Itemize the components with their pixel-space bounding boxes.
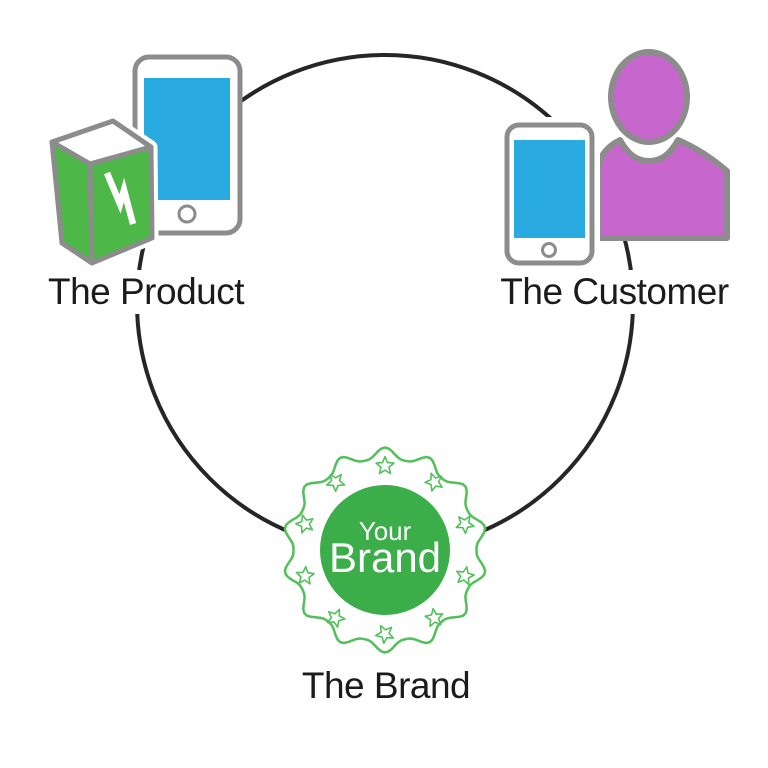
- customer-icon-group: [499, 49, 730, 270]
- smartphone-icon: [499, 117, 600, 270]
- star-icon: [326, 473, 346, 493]
- product-label: The Product: [26, 270, 266, 314]
- badge-text-line1: Your: [359, 516, 412, 546]
- phone-screen: [144, 78, 230, 200]
- badge-text-line2: Brand: [329, 534, 441, 581]
- phone-screen: [514, 140, 585, 238]
- star-icon: [424, 607, 444, 627]
- brand-label: The Brand: [286, 664, 486, 708]
- badge-stars: [295, 455, 475, 644]
- smartphone-icon: [132, 54, 243, 236]
- product-box-icon: [45, 114, 159, 270]
- brand-badge-icon: Your Brand: [283, 446, 487, 654]
- star-icon: [375, 625, 395, 644]
- star-icon: [375, 455, 395, 475]
- star-icon: [456, 566, 475, 586]
- lightning-bolt-icon: [104, 171, 137, 225]
- person-head: [608, 49, 690, 145]
- star-icon: [295, 565, 315, 585]
- customer-label: The Customer: [472, 270, 757, 314]
- phone-home-button: [541, 242, 557, 258]
- star-icon: [455, 515, 475, 535]
- star-icon: [424, 472, 443, 492]
- star-icon: [326, 608, 346, 628]
- star-icon: [295, 514, 314, 534]
- phone-home-button: [177, 204, 197, 224]
- product-icon-group: [45, 54, 243, 270]
- badge-circle: [320, 485, 450, 615]
- person-body: [595, 137, 730, 241]
- person-icon: [595, 49, 730, 241]
